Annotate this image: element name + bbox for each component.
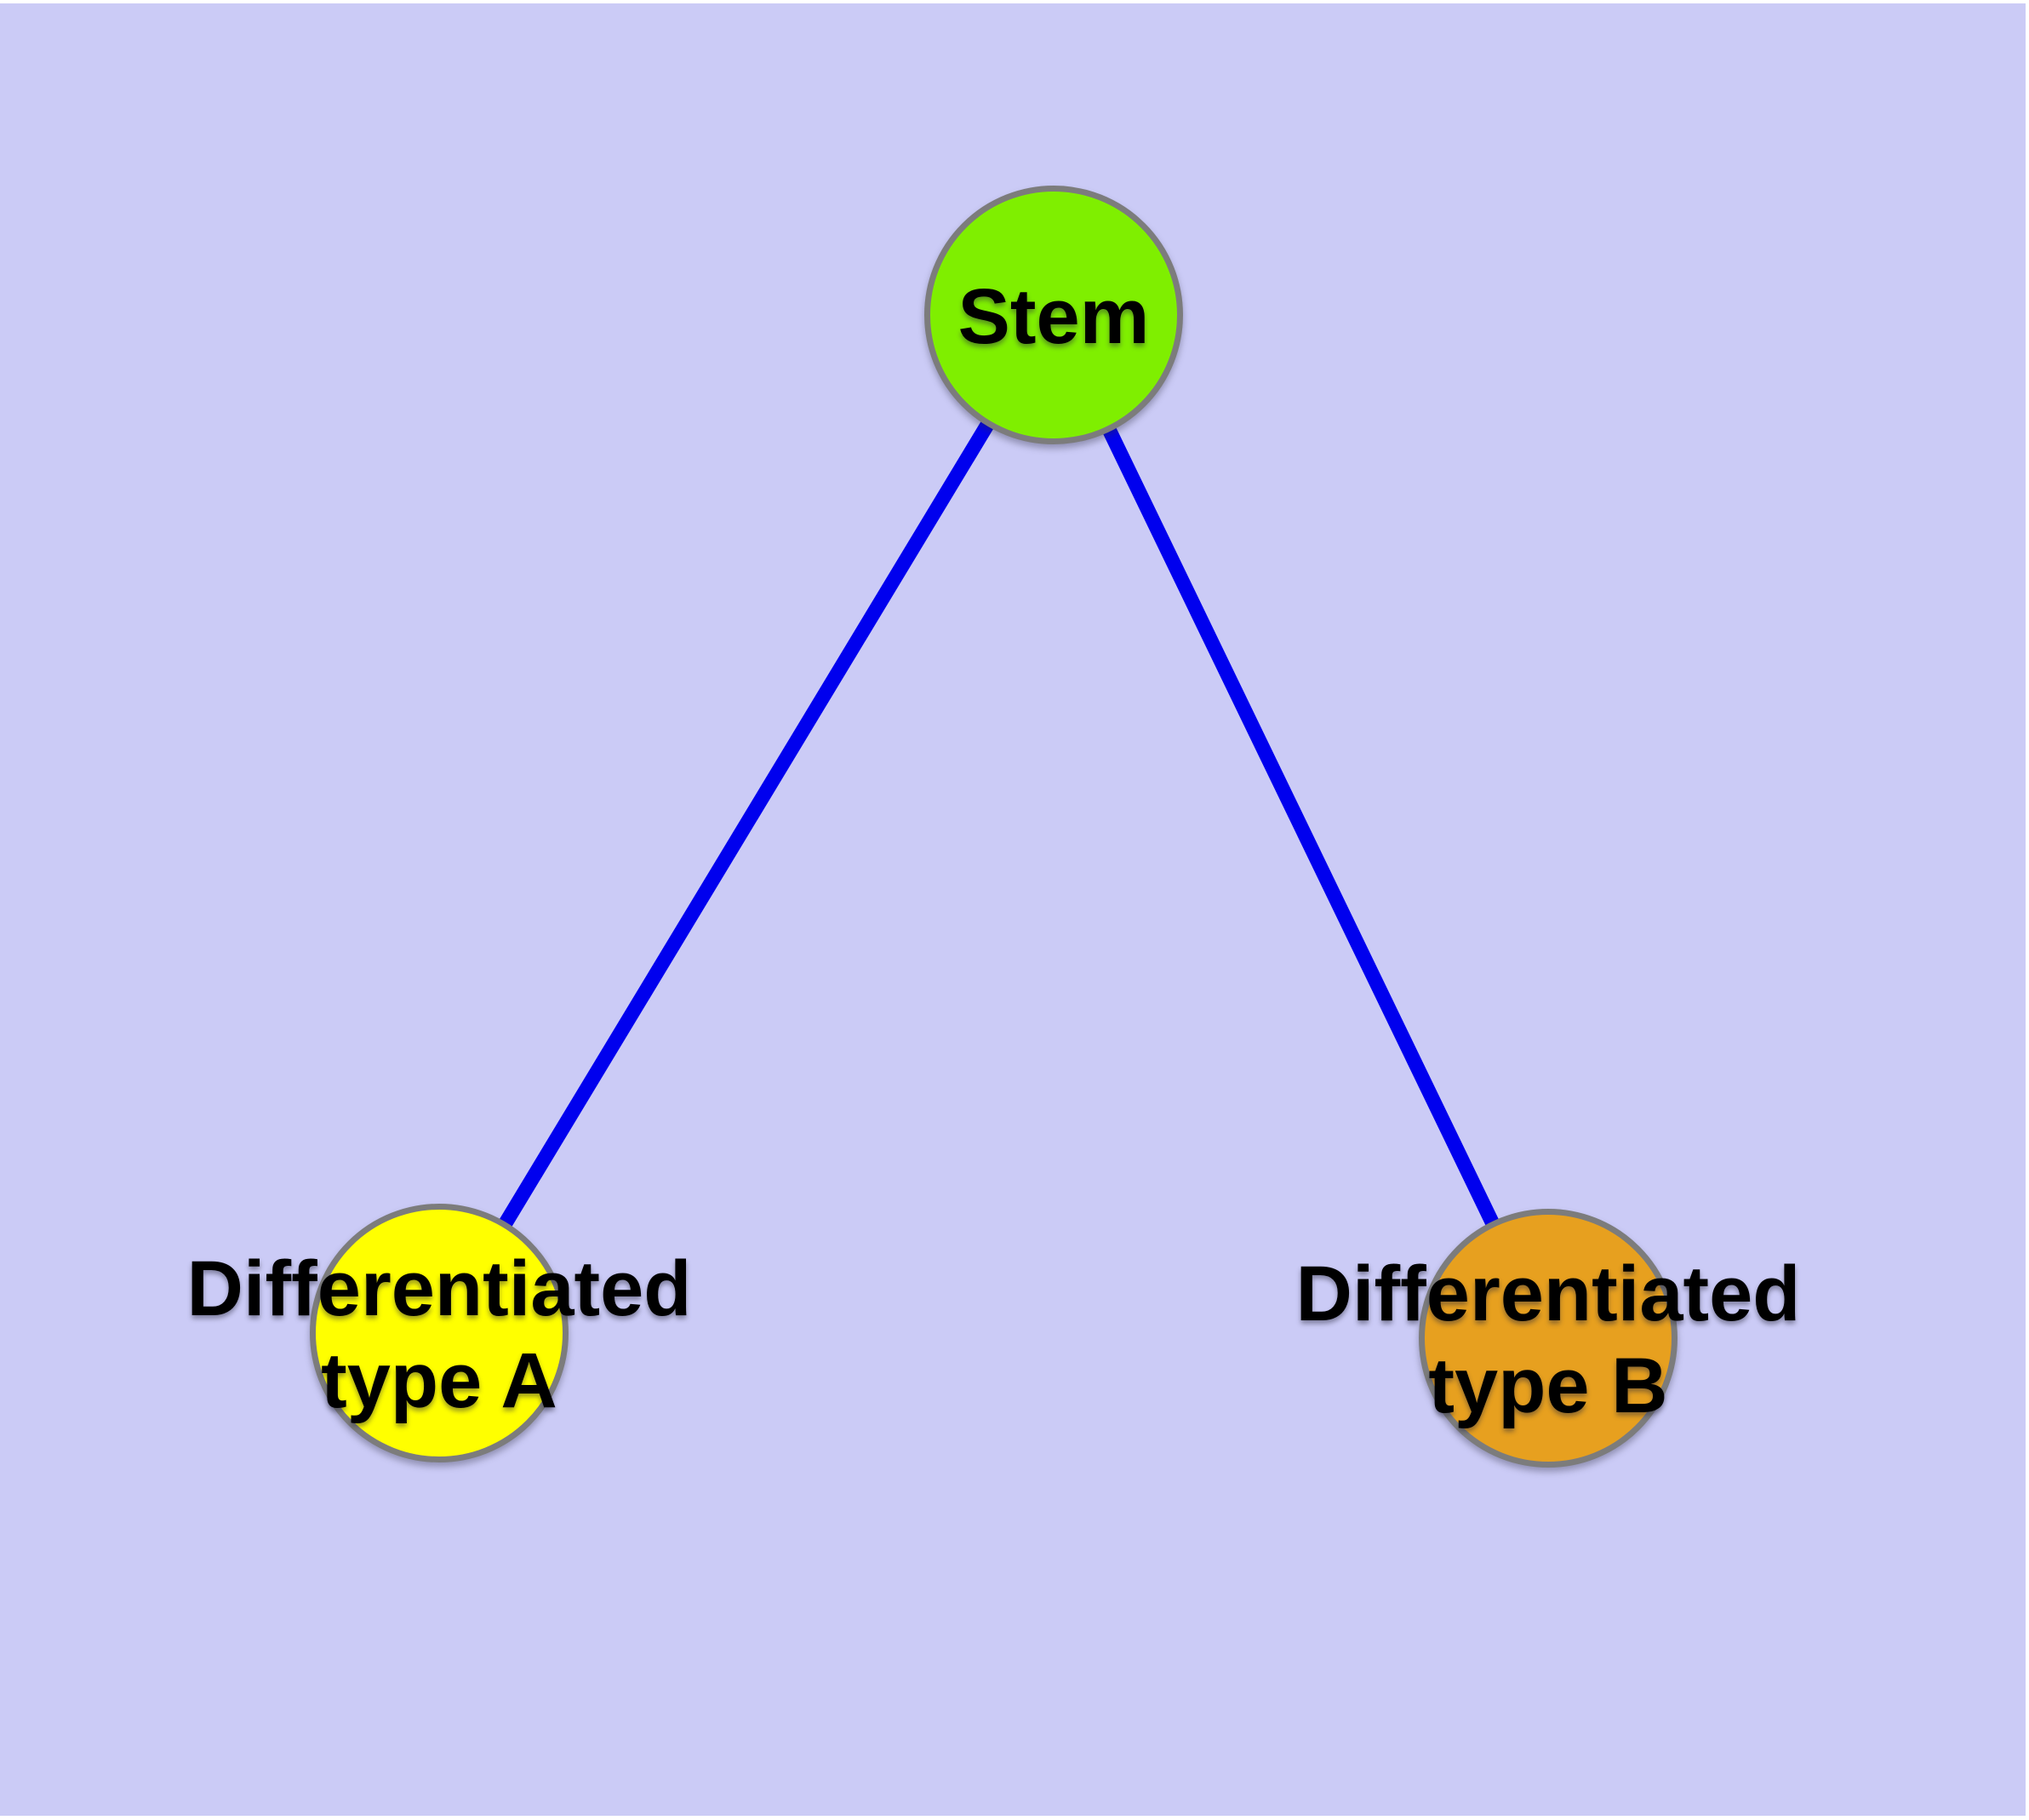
node-differentiated-type-a[interactable] [310, 1204, 569, 1462]
node-label-line: Differentiated [187, 1245, 692, 1332]
node-stem[interactable] [924, 186, 1183, 444]
edge-stem-to-differentiated-type-b [1047, 312, 1555, 1342]
node-differentiated-type-b[interactable] [1419, 1209, 1677, 1468]
node-label-line: Stem [958, 273, 1150, 360]
edge-stem-to-differentiated-type-a [432, 311, 1060, 1337]
node-label-line: Differentiated [1296, 1251, 1801, 1337]
node-label-line: type A [321, 1337, 557, 1424]
node-label-line: type B [1428, 1342, 1667, 1429]
node-label-stem: Stem [958, 273, 1150, 360]
